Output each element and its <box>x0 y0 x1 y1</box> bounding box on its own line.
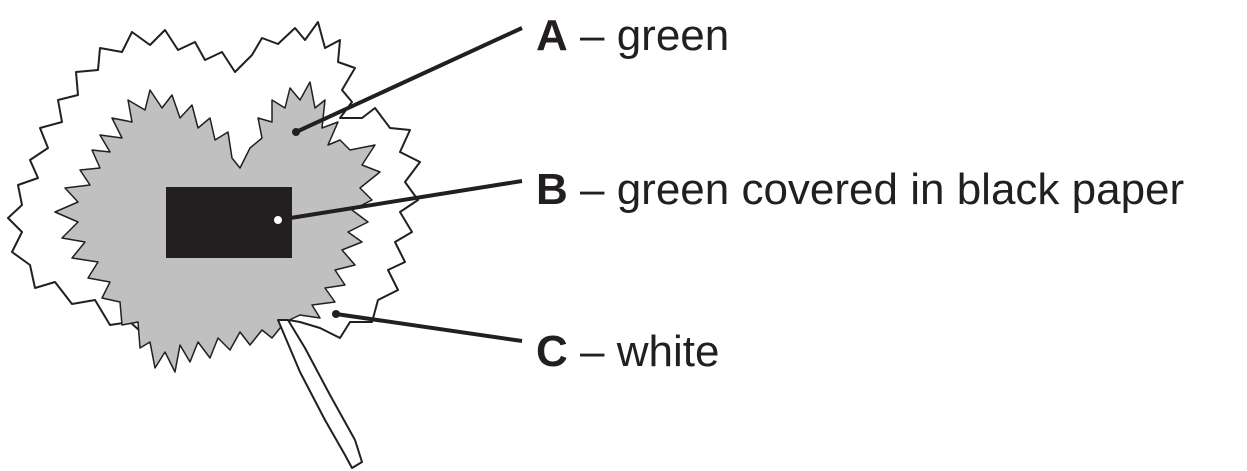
pointer-line-b <box>277 179 523 222</box>
label-b-text: green covered in black paper <box>616 165 1185 214</box>
label-c-separator: – <box>567 327 617 376</box>
label-c-text: white <box>616 327 720 376</box>
pointer-line-a <box>295 26 523 134</box>
label-a: A – green <box>536 14 729 58</box>
pointer-line-c <box>335 312 523 343</box>
label-a-separator: – <box>567 11 617 60</box>
label-c-letter: C <box>536 327 568 376</box>
black-paper-rectangle <box>166 187 292 258</box>
label-b-letter: B <box>536 165 568 214</box>
pointer-dot-a <box>292 128 300 136</box>
label-b-separator: – <box>567 165 617 214</box>
label-c: C – white <box>536 330 719 374</box>
label-b: B – green covered in black paper <box>536 168 1184 212</box>
label-a-letter: A <box>536 11 568 60</box>
pointer-dot-c <box>332 310 340 318</box>
label-a-text: green <box>616 11 730 60</box>
leaf-stalk <box>277 319 363 469</box>
pointer-dot-b <box>273 215 283 225</box>
